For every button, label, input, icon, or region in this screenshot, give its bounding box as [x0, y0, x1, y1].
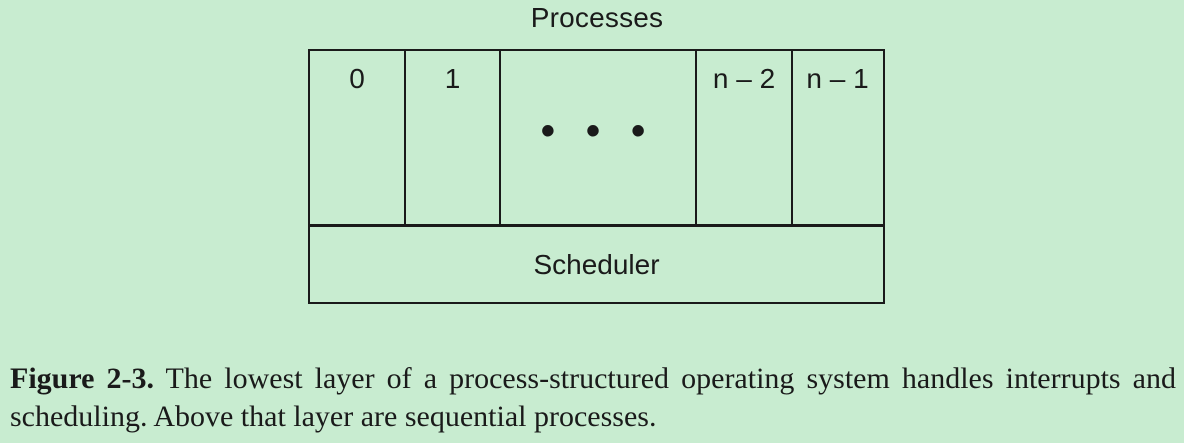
- caption-text: The lowest layer of a process-structured…: [10, 362, 1176, 433]
- process-label-n-minus-2: n – 2: [712, 63, 776, 94]
- process-structure-diagram: 0 1 • • • n – 2 n – 1 Scheduler: [308, 49, 885, 304]
- figure-caption: Figure 2-3. The lowest layer of a proces…: [10, 360, 1176, 436]
- process-label-n-minus-1: n – 1: [806, 63, 869, 94]
- layer-divider: [310, 224, 883, 227]
- scheduler-layer: Scheduler: [310, 227, 883, 304]
- scheduler-label: Scheduler: [533, 249, 660, 280]
- figure-label: Figure 2-3.: [10, 362, 154, 395]
- process-label-1: 1: [444, 63, 461, 94]
- process-cell-1: 1: [406, 51, 501, 224]
- process-label-0: 0: [349, 63, 365, 94]
- process-cell-ellipsis: • • •: [501, 51, 697, 224]
- process-cell-0: 0: [310, 51, 406, 224]
- process-cell-n-minus-1: n – 1: [793, 51, 882, 224]
- process-cell-n-minus-2: n – 2: [697, 51, 793, 224]
- processes-label: Processes: [530, 2, 664, 33]
- ellipsis-label: • • •: [540, 109, 656, 153]
